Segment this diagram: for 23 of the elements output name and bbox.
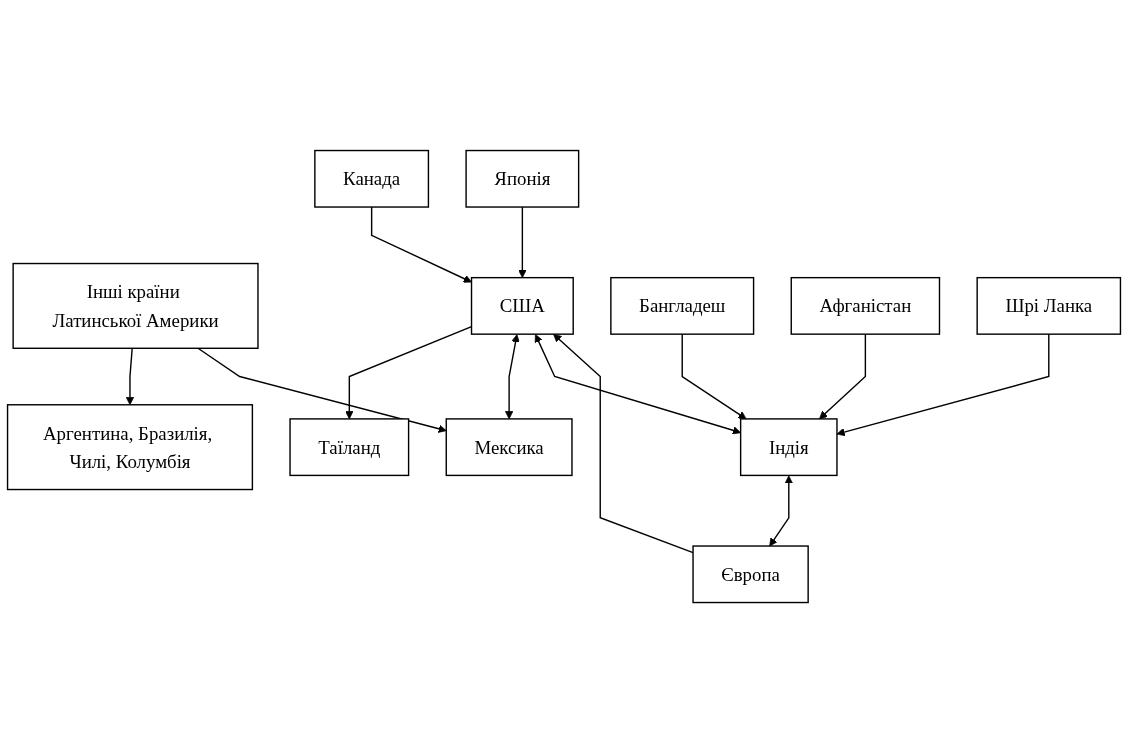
arrow xyxy=(534,334,741,435)
node-box: Шрі Ланка xyxy=(976,276,1122,335)
node-box: Канада xyxy=(314,149,430,208)
arrow xyxy=(125,347,135,406)
arrow xyxy=(836,333,1050,437)
node-box: Аргентина, Бразилія, Чилі, Колумбія xyxy=(6,404,254,491)
node-box: Бангладеш xyxy=(610,276,755,335)
arrow xyxy=(681,333,747,420)
arrow xyxy=(769,475,793,547)
arrow xyxy=(518,206,527,278)
node-box: Індія xyxy=(739,418,838,477)
arrow xyxy=(819,333,867,420)
node-box: Європа xyxy=(692,545,809,604)
arrow xyxy=(197,347,447,433)
node-box: Таїланд xyxy=(289,418,410,477)
arrow xyxy=(504,334,520,420)
node-box: Інші країни Латинської Америки xyxy=(12,262,259,349)
node-box: Японія xyxy=(465,149,580,208)
arrow xyxy=(370,206,472,283)
arrow xyxy=(553,333,694,554)
node-box: Мексика xyxy=(445,418,573,477)
node-box: Афганістан xyxy=(790,276,941,335)
node-box: США xyxy=(470,276,574,335)
